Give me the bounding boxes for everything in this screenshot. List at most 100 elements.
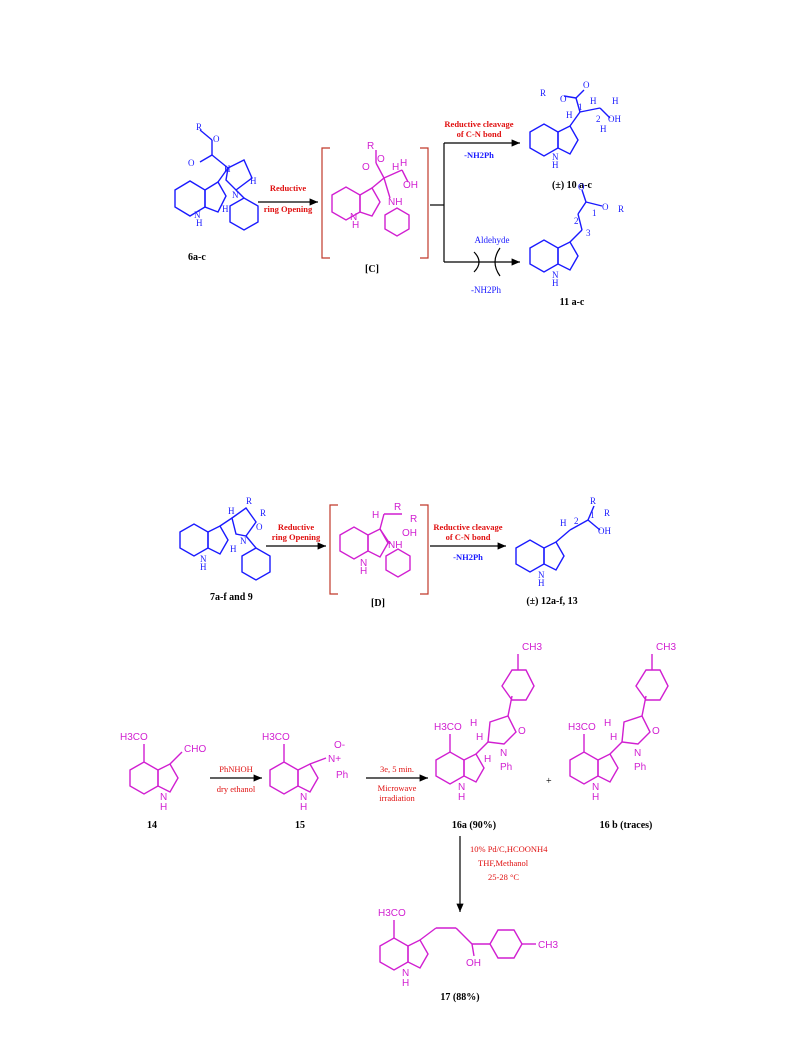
- arrow2-condition2: irradiation: [379, 793, 415, 803]
- svg-text:O: O: [188, 158, 195, 168]
- svg-text:N: N: [194, 210, 201, 220]
- svg-text:N: N: [592, 782, 599, 793]
- arrow1-label-line2: ring Opening: [264, 204, 313, 214]
- label-10a-c: (±) 10 a-c: [552, 180, 592, 191]
- svg-text:OH: OH: [466, 958, 481, 969]
- svg-text:H: H: [600, 124, 607, 134]
- svg-text:N: N: [160, 792, 167, 803]
- curved-arrow-aldehyde: [473, 251, 480, 273]
- svg-text:N: N: [634, 748, 641, 759]
- structure-intermediate-D: H R R OH NH N H: [339, 502, 417, 578]
- svg-text:H: H: [300, 802, 307, 813]
- svg-text:H: H: [360, 566, 367, 577]
- svg-text:H: H: [610, 732, 617, 743]
- svg-text:N+: N+: [328, 754, 341, 765]
- bracket-right-C: [420, 147, 429, 259]
- svg-text:H: H: [352, 220, 359, 231]
- svg-text:H: H: [222, 204, 229, 214]
- svg-text:H: H: [372, 510, 379, 521]
- svg-text:H: H: [566, 110, 573, 120]
- lower-arrow-reagent2: -NH2Ph: [471, 285, 502, 295]
- bracket-right-D: [420, 504, 429, 595]
- svg-text:O: O: [602, 202, 609, 212]
- label-14: 14: [147, 820, 157, 831]
- scheme2-arrow1-line2: ring Opening: [272, 532, 321, 542]
- structure-10a-c: R O O 1 2 H H OH H H N H: [529, 80, 621, 170]
- svg-text:2: 2: [574, 216, 579, 226]
- svg-text:O: O: [377, 154, 385, 165]
- svg-text:R: R: [246, 496, 252, 506]
- label-D: [D]: [371, 598, 385, 609]
- svg-text:N: N: [552, 270, 559, 280]
- arrow1-reagent: PhNHOH: [219, 764, 253, 774]
- bracket-left-D: [329, 504, 338, 595]
- svg-text:Ph: Ph: [500, 762, 512, 773]
- scheme2-arrow2-reagent: -NH2Ph: [453, 552, 483, 562]
- svg-text:OH: OH: [608, 114, 621, 124]
- svg-text:H: H: [196, 218, 203, 228]
- svg-text:O: O: [652, 726, 660, 737]
- label-12a-f: (±) 12a-f, 13: [526, 596, 577, 607]
- label-11a-c: 11 a-c: [560, 297, 585, 308]
- svg-text:1: 1: [592, 208, 597, 218]
- svg-text:R: R: [394, 502, 401, 513]
- svg-text:R: R: [540, 88, 546, 98]
- upper-arrow-line1: Reductive cleavage: [444, 119, 513, 129]
- svg-text:N: N: [538, 570, 545, 580]
- svg-text:H: H: [590, 96, 597, 106]
- svg-text:O: O: [578, 182, 585, 192]
- upper-arrow-reagent: -NH2Ph: [464, 150, 494, 160]
- svg-text:H: H: [400, 158, 407, 169]
- structure-14: H3CO CHO N H: [120, 732, 206, 813]
- scheme1: R O O H H N H H N 6a-c Reductive ring Op…: [174, 80, 624, 308]
- svg-text:O: O: [518, 726, 526, 737]
- svg-text:H: H: [392, 162, 399, 173]
- structure-11a-c: O O R 2 1 3 N H: [529, 182, 624, 288]
- svg-text:2: 2: [596, 114, 601, 124]
- svg-text:H: H: [458, 792, 465, 803]
- svg-text:O: O: [213, 134, 220, 144]
- svg-text:N: N: [500, 748, 507, 759]
- scheme3: H3CO CHO N H 14 PhNHOH dry ethanol H3CO …: [120, 642, 676, 1003]
- svg-text:N: N: [240, 536, 247, 546]
- svg-text:Ph: Ph: [336, 770, 348, 781]
- svg-text:N: N: [300, 792, 307, 803]
- structure-16a: H3CO CH3 H H O N Ph H N H: [434, 642, 542, 803]
- svg-text:H: H: [552, 160, 559, 170]
- svg-text:H: H: [200, 562, 207, 572]
- svg-text:H: H: [612, 96, 619, 106]
- label-C: [C]: [365, 264, 379, 275]
- label-6a-c: 6a-c: [188, 252, 206, 263]
- svg-text:O: O: [560, 94, 567, 104]
- svg-text:R: R: [367, 141, 374, 152]
- svg-text:N: N: [200, 554, 207, 564]
- svg-text:H: H: [604, 718, 611, 729]
- svg-text:N: N: [232, 190, 239, 200]
- svg-text:NH: NH: [388, 540, 402, 551]
- structure-intermediate-C: R O O H H OH NH H N: [331, 141, 418, 237]
- plus-sign: +: [546, 776, 552, 787]
- svg-text:H3CO: H3CO: [434, 722, 462, 733]
- svg-text:H: H: [560, 518, 567, 528]
- upper-arrow-line2: of C-N bond: [457, 129, 502, 139]
- svg-text:N: N: [402, 968, 409, 979]
- svg-text:1: 1: [578, 102, 583, 112]
- svg-text:CH3: CH3: [656, 642, 676, 653]
- svg-text:R: R: [604, 508, 610, 518]
- svg-text:R: R: [590, 496, 596, 506]
- svg-text:H: H: [228, 506, 235, 516]
- svg-text:3: 3: [586, 228, 591, 238]
- svg-text:H3CO: H3CO: [568, 722, 596, 733]
- svg-text:H: H: [224, 164, 231, 174]
- svg-text:CHO: CHO: [184, 744, 206, 755]
- bracket-left-C: [321, 147, 330, 259]
- structure-12a-f: R R OH H 2 1 N H: [515, 496, 611, 588]
- curved-arrow-aniline: [494, 247, 501, 277]
- down-arrow-line3: 25-28 °C: [488, 872, 519, 882]
- svg-text:O: O: [583, 80, 590, 90]
- svg-text:H: H: [476, 732, 483, 743]
- svg-text:R: R: [410, 514, 417, 525]
- structure-15: H3CO N+ O- Ph N H: [262, 732, 348, 813]
- svg-text:H3CO: H3CO: [378, 908, 406, 919]
- structure-17: H3CO CH3 OH N H: [378, 908, 558, 989]
